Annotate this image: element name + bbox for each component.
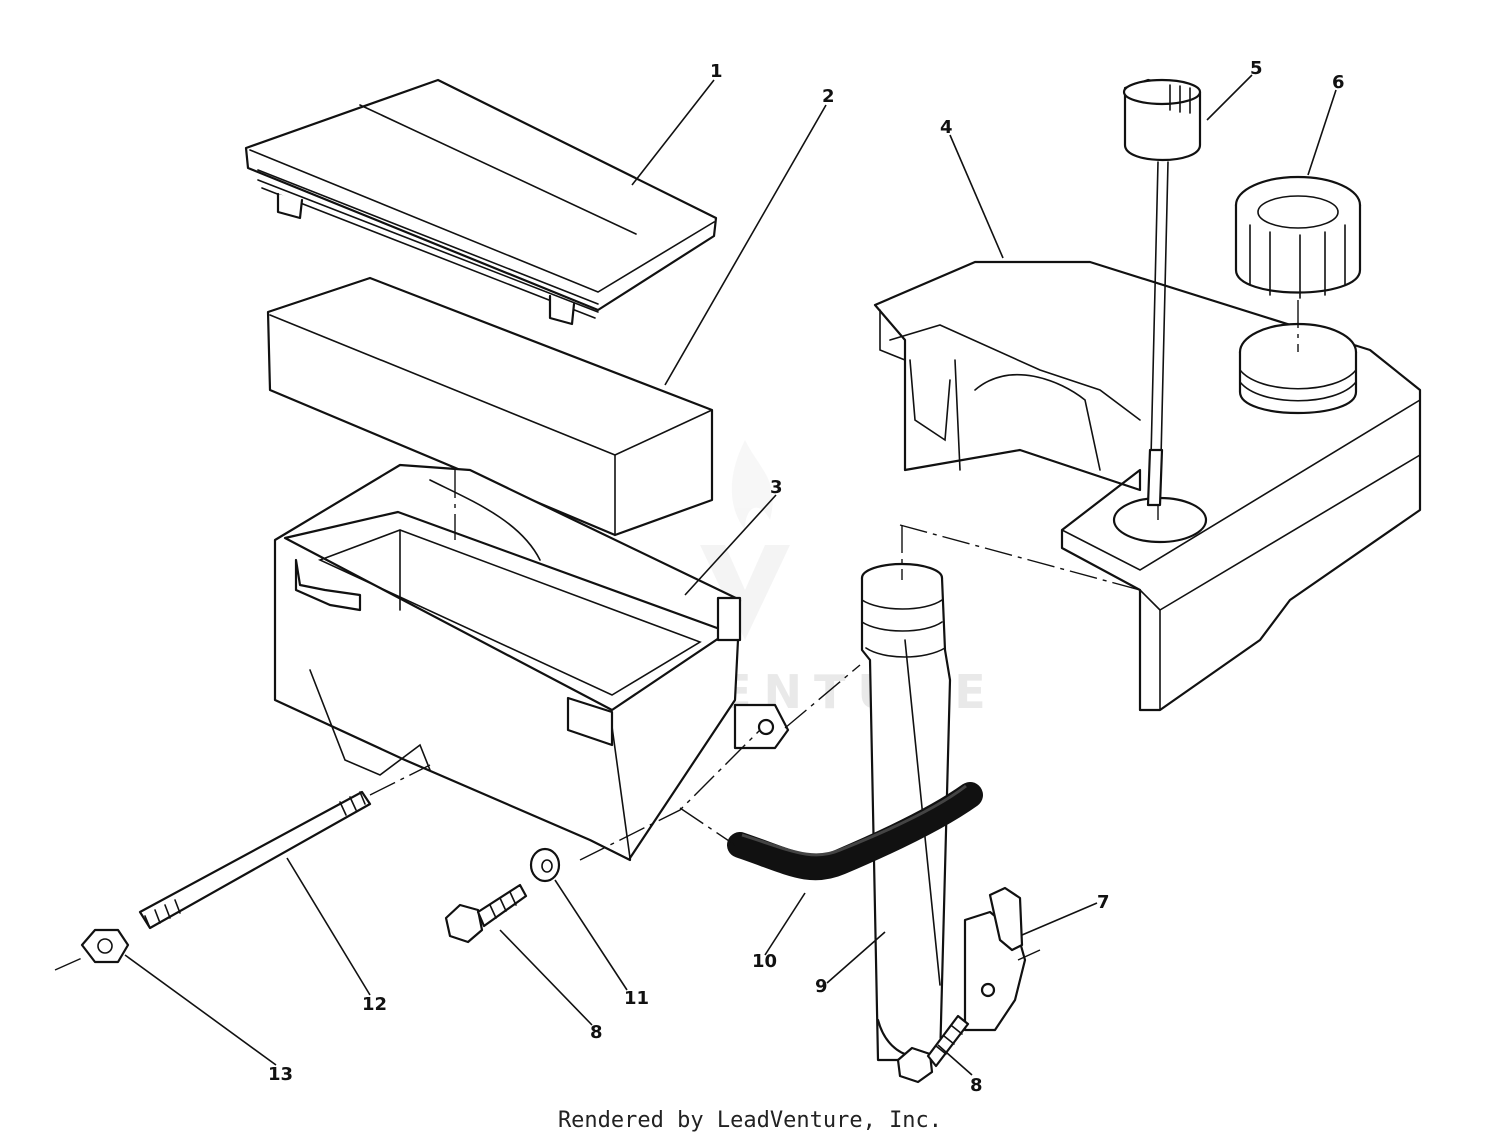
part-5-dipstick xyxy=(1122,78,1202,507)
callout-5: 5 xyxy=(1250,58,1263,79)
part-3-housing xyxy=(273,463,790,862)
callout-10: 10 xyxy=(752,951,777,972)
part-4-fuel-tank xyxy=(873,260,1422,712)
callout-11: 11 xyxy=(624,988,649,1009)
part-12-stud xyxy=(138,790,372,930)
part-1-cover xyxy=(244,78,718,326)
callout-8-right: 8 xyxy=(970,1075,983,1096)
callout-12: 12 xyxy=(362,994,387,1015)
callout-labels: 1 2 3 4 5 6 7 8 8 9 10 11 12 13 xyxy=(268,58,1345,1096)
callout-8-left: 8 xyxy=(590,1022,603,1043)
callout-13: 13 xyxy=(268,1064,293,1085)
callout-4: 4 xyxy=(940,117,953,138)
callout-1: 1 xyxy=(710,61,723,82)
part-11-washer xyxy=(529,847,561,883)
watermark-logo xyxy=(700,440,790,640)
callout-9: 9 xyxy=(815,976,828,997)
callout-2: 2 xyxy=(822,86,835,107)
footer-credit: Rendered by LeadVenture, Inc. xyxy=(557,1108,943,1133)
callout-6: 6 xyxy=(1332,72,1345,93)
assembly-lines xyxy=(54,300,1299,971)
part-13-nut xyxy=(80,928,130,964)
part-10-hose xyxy=(727,782,983,881)
part-2-foam-filter xyxy=(266,276,714,537)
callout-3: 3 xyxy=(770,477,783,498)
part-6-fuel-cap xyxy=(1234,175,1362,299)
callout-7: 7 xyxy=(1097,892,1110,913)
part-7-bracket xyxy=(963,886,1027,1032)
leader-lines xyxy=(124,74,1337,1076)
part-8-bolt-left xyxy=(444,883,528,944)
part-8-bolt-right xyxy=(896,1014,970,1084)
